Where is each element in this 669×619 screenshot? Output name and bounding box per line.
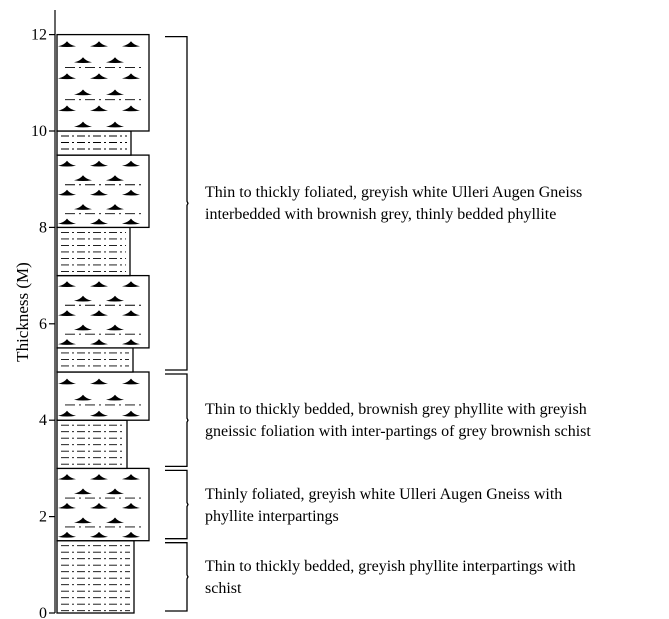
description-line: phyllite interpartings <box>205 506 562 528</box>
description-line: schist <box>205 578 576 600</box>
phyllite-unit <box>57 348 133 372</box>
tick-label: 10 <box>31 123 47 140</box>
phyllite-unit <box>57 420 127 468</box>
description-line: Thin to thickly foliated, greyish white … <box>205 182 582 204</box>
phyllite-unit <box>57 227 130 275</box>
description-line: gneissic foliation with inter-partings o… <box>205 421 591 443</box>
tick-label: 0 <box>39 605 47 619</box>
description-line: interbedded with brownish grey, thinly b… <box>205 204 582 226</box>
description-line: Thinly foliated, greyish white Ulleri Au… <box>205 484 562 506</box>
tick-label: 6 <box>39 316 47 333</box>
description-brace <box>165 37 188 370</box>
description-brace <box>165 470 188 538</box>
gneiss-unit <box>57 155 149 227</box>
tick-label: 8 <box>39 219 47 236</box>
phyllite-unit <box>57 541 134 613</box>
unit-description: Thin to thickly bedded, greyish phyllite… <box>205 556 576 600</box>
description-line: Thin to thickly bedded, greyish phyllite… <box>205 556 576 578</box>
gneiss-unit <box>57 276 149 348</box>
description-line: Thin to thickly bedded, brownish grey ph… <box>205 399 591 421</box>
unit-description: Thin to thickly bedded, brownish grey ph… <box>205 399 591 443</box>
tick-label: 2 <box>39 509 47 526</box>
lithology-units <box>57 35 149 613</box>
description-brace <box>165 543 188 611</box>
phyllite-unit <box>57 131 131 155</box>
unit-description: Thinly foliated, greyish white Ulleri Au… <box>205 484 562 528</box>
unit-description: Thin to thickly foliated, greyish white … <box>205 182 582 226</box>
tick-label: 4 <box>39 412 47 429</box>
thickness-axis-title: Thickness (M) <box>13 262 32 362</box>
thickness-axis-ticks: 0 2 4 6 8 10 12 <box>31 27 55 619</box>
description-braces <box>165 37 188 611</box>
gneiss-unit <box>57 468 149 540</box>
gneiss-unit <box>57 372 149 420</box>
gneiss-unit <box>57 35 149 131</box>
tick-label: 12 <box>31 27 47 44</box>
description-brace <box>165 374 188 466</box>
